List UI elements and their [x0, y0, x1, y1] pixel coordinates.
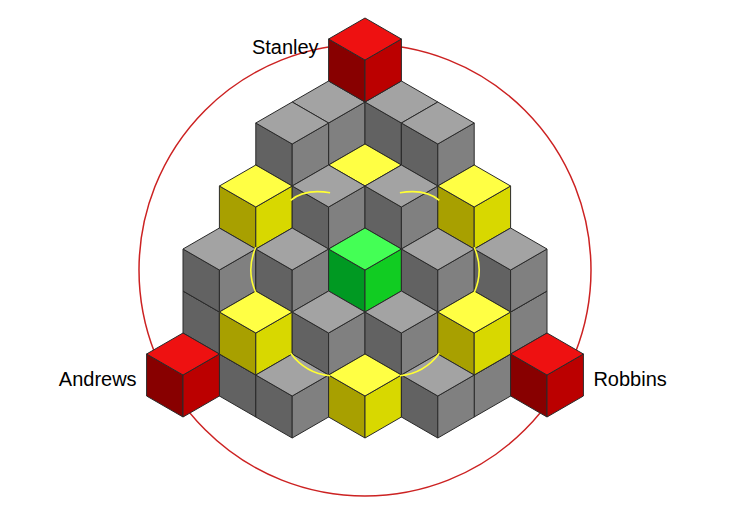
ring-arc	[291, 353, 330, 376]
grey-cube-top	[401, 102, 474, 144]
yellow-ring	[251, 192, 479, 376]
grey-cube-top	[365, 165, 438, 207]
red-cube-top	[511, 333, 584, 375]
ring-arc	[400, 192, 439, 201]
grey-cube-top	[256, 102, 329, 144]
yellow-cube-top	[329, 354, 402, 396]
ring-arc	[400, 353, 439, 376]
cube-group	[147, 18, 584, 438]
corner-label: Robbins	[593, 367, 666, 391]
grey-cube-top	[256, 354, 329, 396]
grey-cube-top	[401, 354, 474, 396]
yellow-cube-top	[219, 291, 292, 333]
grey-cube-top	[474, 228, 547, 270]
ring-arc	[474, 247, 479, 292]
yellow-cube-top	[219, 165, 292, 207]
corner-label: Andrews	[59, 367, 137, 391]
yellow-cube-top	[438, 291, 511, 333]
red-cube-top	[147, 333, 220, 375]
grey-cube-top	[183, 228, 256, 270]
ring-arc	[291, 192, 330, 201]
corner-label: Stanley	[252, 35, 319, 59]
red-cube-top	[329, 18, 402, 60]
grey-cube-top	[401, 228, 474, 270]
grey-cube-top	[292, 291, 365, 333]
grey-cube-top	[256, 228, 329, 270]
grey-cube-top	[365, 291, 438, 333]
grey-cube-top	[292, 165, 365, 207]
enclosing-circle	[139, 44, 591, 496]
green-cube-top	[329, 228, 402, 270]
yellow-cube-top	[438, 165, 511, 207]
ring-arc	[251, 247, 256, 292]
